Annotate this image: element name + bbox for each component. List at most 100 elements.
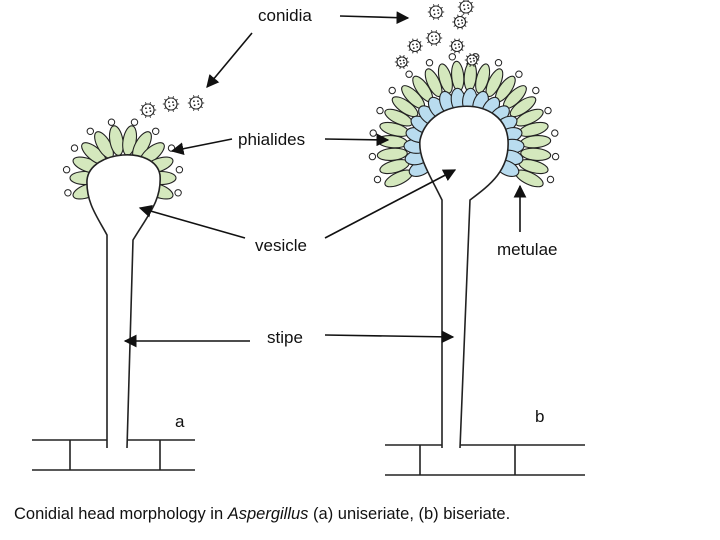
conidium-body — [164, 97, 178, 111]
conidium-spine — [454, 38, 456, 41]
conidium-body — [189, 96, 203, 110]
conidium-spine — [168, 109, 170, 112]
phialide-tip-b — [494, 59, 503, 67]
conidium — [464, 53, 480, 67]
conidium-spine — [408, 41, 411, 44]
caption-suffix: (a) uniseriate, (b) biseriate. — [308, 505, 511, 523]
conidium-dot — [437, 12, 440, 15]
conidium-dot — [399, 59, 402, 62]
phialide-b — [376, 147, 408, 161]
phialide-tip-a — [64, 189, 72, 197]
label-phialides: phialides — [238, 130, 305, 149]
conidium-spine — [450, 41, 453, 44]
conidium-spine — [453, 17, 456, 20]
conidium-spine — [461, 41, 464, 44]
conidium-spine — [435, 43, 437, 46]
conidium-spine — [458, 38, 460, 41]
conidium-spine — [175, 107, 178, 110]
conidium-spine — [399, 55, 401, 58]
conidium-spine — [168, 96, 170, 99]
phialide-tip-b — [369, 129, 377, 137]
conidium-spine — [197, 95, 199, 98]
conidium-spine — [429, 6, 432, 9]
conidium — [449, 38, 465, 54]
conidium-spine — [197, 108, 199, 111]
conidium-spine — [395, 57, 399, 60]
phialide-b — [391, 96, 419, 118]
label-panel-a: a — [175, 412, 185, 431]
conidium-dot — [463, 8, 466, 11]
conidium-body — [396, 56, 408, 68]
phialide-tip-a — [175, 166, 184, 174]
conidium-spine — [457, 27, 459, 30]
conidium-dot — [197, 103, 200, 105]
vesicle-a-outline — [86, 154, 161, 449]
arrow-vesicle-a — [138, 205, 246, 239]
arrow-phialides-a — [170, 138, 233, 156]
conidium-dot — [467, 4, 469, 6]
conidium-spine — [431, 30, 433, 33]
conidium-spine — [453, 24, 456, 27]
arrow-vesicle-b — [324, 169, 457, 239]
conidium-spine — [149, 102, 151, 105]
conidium-dot — [470, 61, 472, 63]
conidium-dot — [431, 39, 434, 42]
conidium-spine — [461, 27, 463, 30]
conidium-spine — [152, 113, 155, 116]
conidium-dot — [402, 59, 405, 62]
conidium-spine — [429, 15, 432, 18]
conidium-spine — [465, 55, 469, 58]
conidium-dot — [431, 35, 433, 38]
conidium-spine — [189, 106, 192, 109]
conidium-spine — [416, 38, 418, 41]
phialide-tip-a — [70, 144, 79, 152]
conidium-body — [459, 0, 473, 14]
conidium-spine — [440, 15, 443, 18]
conidium-spine — [172, 96, 174, 99]
arrow-phialides-b — [324, 133, 390, 147]
conidium — [457, 0, 475, 15]
conidium-spine — [467, 12, 469, 15]
caption-genus: Aspergillus — [227, 505, 309, 523]
conidium-dot — [197, 100, 199, 102]
conidium-spine — [200, 97, 203, 100]
conidium-spine — [175, 98, 178, 101]
label-conidia: conidia — [258, 6, 312, 25]
conidium-dot — [461, 22, 464, 24]
label-metulae: metulae — [497, 240, 557, 259]
specimen-a — [32, 95, 205, 471]
conidium-spine — [403, 55, 405, 58]
conidium-dot — [172, 101, 174, 103]
phialide-tip-b — [376, 106, 384, 115]
conidium — [427, 4, 445, 20]
phialide-tip-b — [388, 86, 396, 95]
conidium-spine — [467, 0, 469, 2]
conidium-spine — [193, 108, 195, 111]
conidium-spine — [427, 41, 430, 44]
conidium-dot — [473, 60, 475, 62]
conidium-body — [466, 54, 478, 66]
arrow-conidia-a — [206, 32, 253, 88]
conidium-dot — [172, 104, 175, 106]
phialide-tip-b — [532, 86, 540, 95]
conidium-dot — [412, 47, 415, 49]
conidium-body — [429, 5, 443, 19]
conidium-dot — [467, 7, 470, 9]
conidium-dot — [149, 107, 151, 109]
conidium-spine — [412, 51, 414, 54]
conidium-spine — [431, 43, 433, 46]
conidium-spine — [193, 95, 195, 98]
conidium-spine — [427, 32, 430, 35]
phialide-tip-b — [368, 152, 377, 161]
conidium-dot — [415, 43, 418, 46]
conidium-spine — [399, 66, 401, 69]
conidium-dot — [435, 35, 437, 37]
conidium-dot — [433, 9, 435, 12]
conidium — [452, 14, 468, 30]
conidium-spine — [189, 97, 192, 100]
conidium — [162, 96, 180, 112]
substrate-a — [32, 439, 195, 471]
conidium-spine — [469, 53, 471, 56]
conidium-spine — [435, 30, 437, 33]
conidium-spine — [433, 17, 435, 20]
